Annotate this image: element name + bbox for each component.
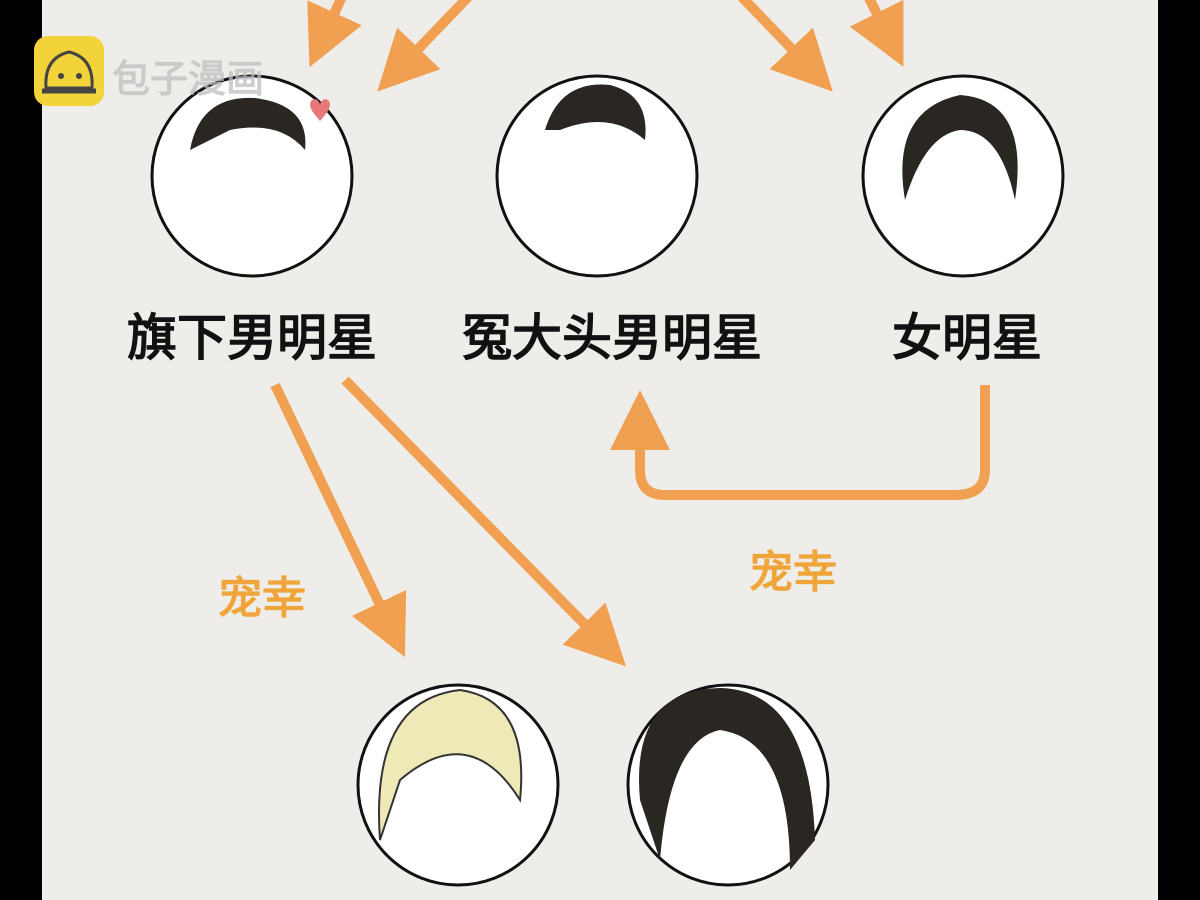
towel-shape [378,688,523,841]
arrow [737,0,833,92]
arrow [307,0,362,68]
arrow [377,0,473,92]
arrow [270,382,407,658]
hair-shape [545,84,646,140]
arrow [849,0,904,67]
arrow [610,385,990,500]
hair-shape [902,95,1018,200]
arrow [341,376,627,667]
edge-label: 宠幸 [749,547,837,598]
hair-shape [190,97,306,150]
node-label: 旗下男明星 [127,309,377,367]
node-label: 冤大头男明星 [462,309,762,367]
watermark-text: 包子漫画 [112,57,265,101]
edge-label: 宠幸 [218,573,306,624]
bun-logo-icon [34,36,104,106]
heart-icon [310,99,330,121]
node-label: 女明星 [892,309,1042,367]
hair-shape [639,688,815,870]
